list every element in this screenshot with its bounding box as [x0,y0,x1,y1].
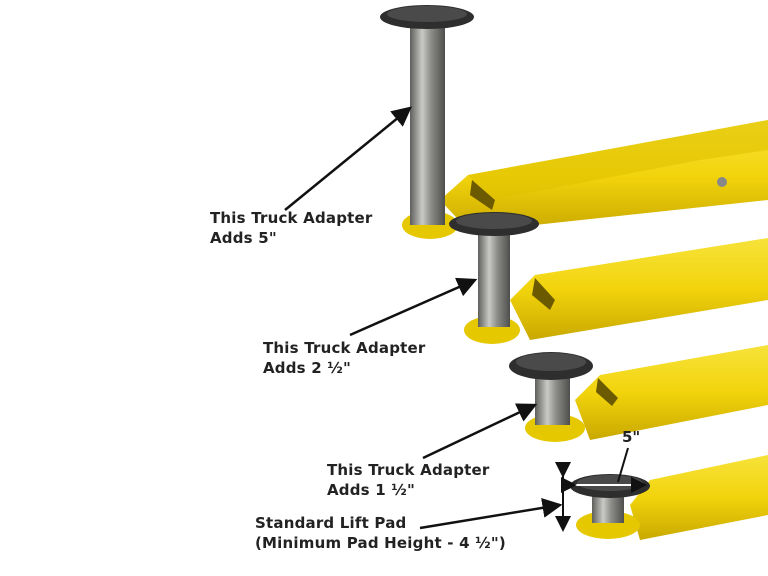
label-line: Standard Lift Pad [255,514,407,532]
pad-diameter-label: 5" [622,428,641,446]
label-2-5in-adapter: This Truck Adapter Adds 2 ½" [263,338,426,378]
label-line: Adds 5" [210,229,277,247]
label-line: This Truck Adapter [327,461,490,479]
leader-arrow-2 [349,277,478,337]
label-5in-adapter: This Truck Adapter Adds 5" [210,208,373,248]
leader-arrow-3 [422,403,538,460]
leader-arrow-1 [284,106,412,211]
label-line: This Truck Adapter [210,209,373,227]
label-line: Adds 1 ½" [327,481,416,499]
leader-arrow-4 [419,497,563,530]
label-line: (Minimum Pad Height - 4 ½") [255,534,506,552]
label-1-5in-adapter: This Truck Adapter Adds 1 ½" [327,460,490,500]
arm-4 [570,455,768,540]
label-standard-pad: Standard Lift Pad (Minimum Pad Height - … [255,513,506,553]
label-line: This Truck Adapter [263,339,426,357]
arm-1 [380,5,768,239]
label-line: Adds 2 ½" [263,359,352,377]
adapter-5in-post [410,25,445,225]
arm-2 [449,212,768,344]
arm-3 [509,345,768,442]
